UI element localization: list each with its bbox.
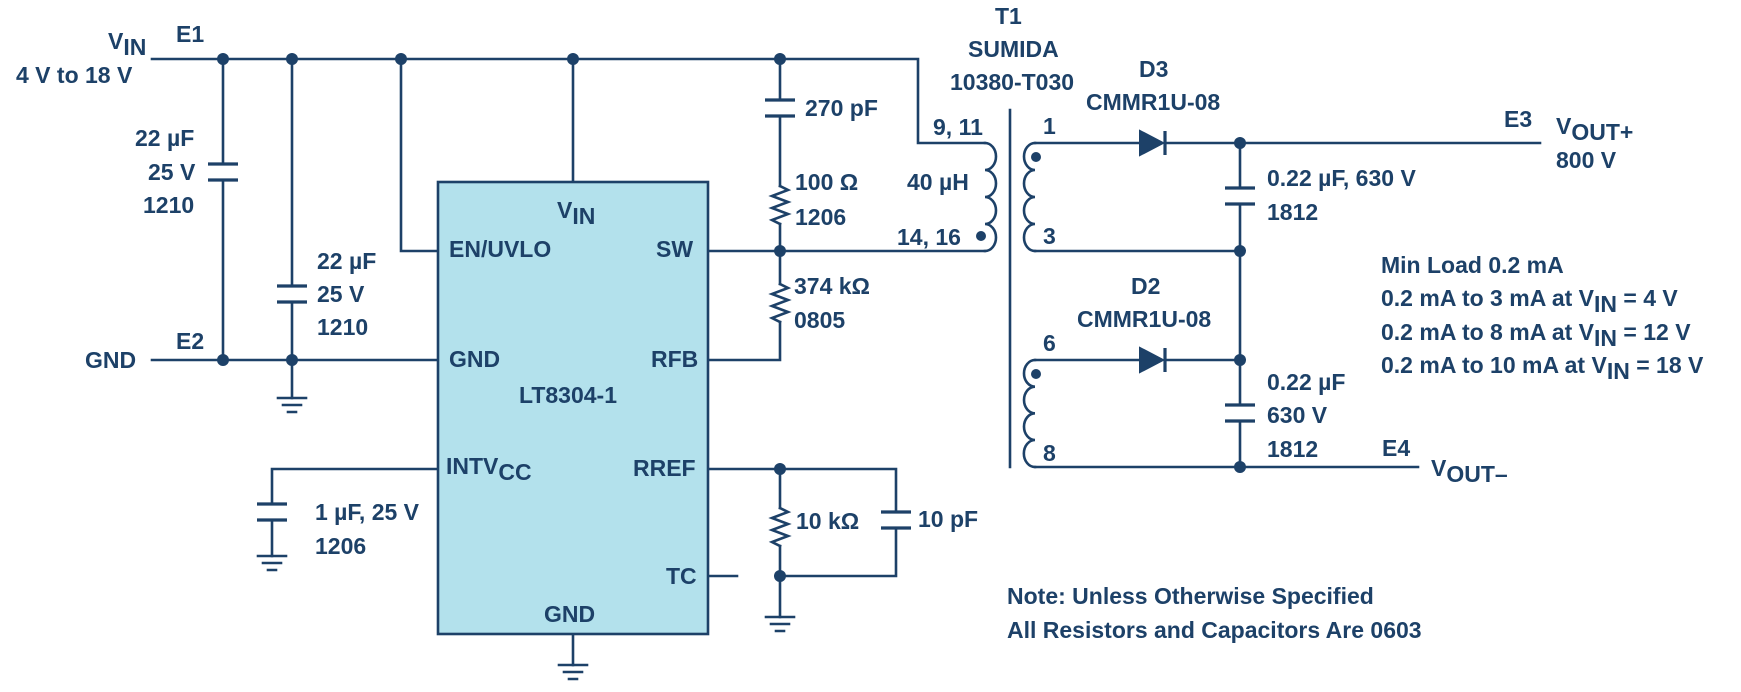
ground-icon xyxy=(256,554,288,572)
t1-pins-top: 9, 11 xyxy=(933,114,983,140)
t1-maker: SUMIDA xyxy=(968,36,1059,62)
terminal-e4: E4 xyxy=(1382,435,1410,461)
load-note-4: 0.2 mA to 10 mA at VIN = 18 V xyxy=(1381,352,1704,384)
t1-pin-3: 3 xyxy=(1043,223,1056,249)
gnd-label: GND xyxy=(85,347,136,373)
pin-rref: RREF xyxy=(633,455,696,481)
r-ref-value: 10 kΩ xyxy=(796,508,859,534)
pin-intvcc: INTVCC xyxy=(446,453,532,485)
d2-ref: D2 xyxy=(1131,273,1160,299)
t1-pins-bottom: 14, 16 xyxy=(897,224,961,250)
secondary-winding-1 xyxy=(1022,141,1037,253)
terminal-e2: E2 xyxy=(176,328,204,354)
pin-rfb: RFB xyxy=(651,346,698,372)
r-fb-size: 0805 xyxy=(794,307,845,333)
resistors xyxy=(768,184,792,548)
d3-ref: D3 xyxy=(1139,56,1168,82)
c2-voltage: 25 V xyxy=(317,281,365,307)
polarity-dot xyxy=(976,231,986,241)
secondary-winding-2 xyxy=(1022,358,1037,469)
c-snub-value: 270 pF xyxy=(805,95,878,121)
vin-label: VIN xyxy=(108,28,146,60)
c-out1-value: 0.22 µF, 630 V xyxy=(1267,165,1416,191)
vin-range: 4 V to 18 V xyxy=(16,62,133,88)
load-note-1: Min Load 0.2 mA xyxy=(1381,252,1564,278)
polarity-dot xyxy=(1031,369,1041,379)
c1-size: 1210 xyxy=(143,192,194,218)
t1-ref: T1 xyxy=(995,3,1022,29)
r-fb-value: 374 kΩ xyxy=(794,273,870,299)
d2-part: CMMR1U-08 xyxy=(1077,306,1211,332)
capacitor-cout1 xyxy=(1225,186,1255,206)
vout-minus-label: VOUT– xyxy=(1431,455,1508,487)
capacitor-270pf xyxy=(765,98,795,118)
vout-plus-label: VOUT+ xyxy=(1556,113,1633,145)
c2-value: 22 µF xyxy=(317,248,376,274)
t1-pin-1: 1 xyxy=(1043,113,1056,139)
load-note-2: 0.2 mA to 3 mA at VIN = 4 V xyxy=(1381,285,1678,317)
resistor-10k xyxy=(768,506,792,548)
ground-icon xyxy=(276,396,308,414)
pin-tc: TC xyxy=(666,563,697,589)
wires xyxy=(150,57,1542,667)
c-intvcc-value: 1 µF, 25 V xyxy=(315,499,420,525)
note-line-1: Note: Unless Otherwise Specified xyxy=(1007,583,1374,609)
r-snub-size: 1206 xyxy=(795,204,846,230)
pin-gnd-left: GND xyxy=(449,346,500,372)
t1-pin-6: 6 xyxy=(1043,330,1056,356)
ic-part-number: LT8304-1 xyxy=(519,382,617,408)
c-intvcc-size: 1206 xyxy=(315,533,366,559)
primary-winding xyxy=(983,141,998,253)
c-out2-size: 1812 xyxy=(1267,436,1318,462)
vout-plus-value: 800 V xyxy=(1556,147,1617,173)
diode-d3 xyxy=(1139,129,1167,157)
c2-size: 1210 xyxy=(317,314,368,340)
note-line-2: All Resistors and Capacitors Are 0603 xyxy=(1007,617,1422,643)
t1-pin-8: 8 xyxy=(1043,440,1056,466)
c1-voltage: 25 V xyxy=(148,159,196,185)
r-snub-value: 100 Ω xyxy=(795,169,858,195)
c-ref-value: 10 pF xyxy=(918,506,978,532)
ground-icon xyxy=(764,615,796,633)
load-note-3: 0.2 mA to 8 mA at VIN = 12 V xyxy=(1381,319,1691,351)
c-out2-voltage: 630 V xyxy=(1267,402,1328,428)
c1-value: 22 µF xyxy=(135,125,194,151)
resistor-100ohm xyxy=(768,184,792,226)
capacitor-c2 xyxy=(277,284,307,304)
capacitor-10pf xyxy=(881,510,911,530)
capacitor-intvcc xyxy=(257,502,287,522)
polarity-dot xyxy=(1031,152,1041,162)
ic-lt8304-1 xyxy=(436,180,710,636)
capacitor-cout2 xyxy=(1225,403,1255,423)
pin-vin: VIN xyxy=(557,197,595,229)
pin-gnd-bottom: GND xyxy=(544,601,595,627)
c-out2-value: 0.22 µF xyxy=(1267,369,1345,395)
transformer-t1 xyxy=(976,108,1041,469)
d3-part: CMMR1U-08 xyxy=(1086,89,1220,115)
c-out1-size: 1812 xyxy=(1267,199,1318,225)
terminal-e1: E1 xyxy=(176,21,204,47)
capacitors xyxy=(208,98,1255,530)
t1-part: 10380-T030 xyxy=(950,69,1074,95)
t1-inductance: 40 µH xyxy=(907,169,969,195)
diode-d2 xyxy=(1139,346,1167,374)
pin-en-uvlo: EN/UVLO xyxy=(449,236,551,262)
junction-dots xyxy=(217,53,1246,582)
ground-symbols xyxy=(256,396,796,681)
resistor-374k xyxy=(768,282,792,324)
ground-icon xyxy=(557,663,589,681)
capacitor-c1 xyxy=(208,162,238,182)
pin-sw: SW xyxy=(656,236,693,262)
terminal-e3: E3 xyxy=(1504,106,1532,132)
